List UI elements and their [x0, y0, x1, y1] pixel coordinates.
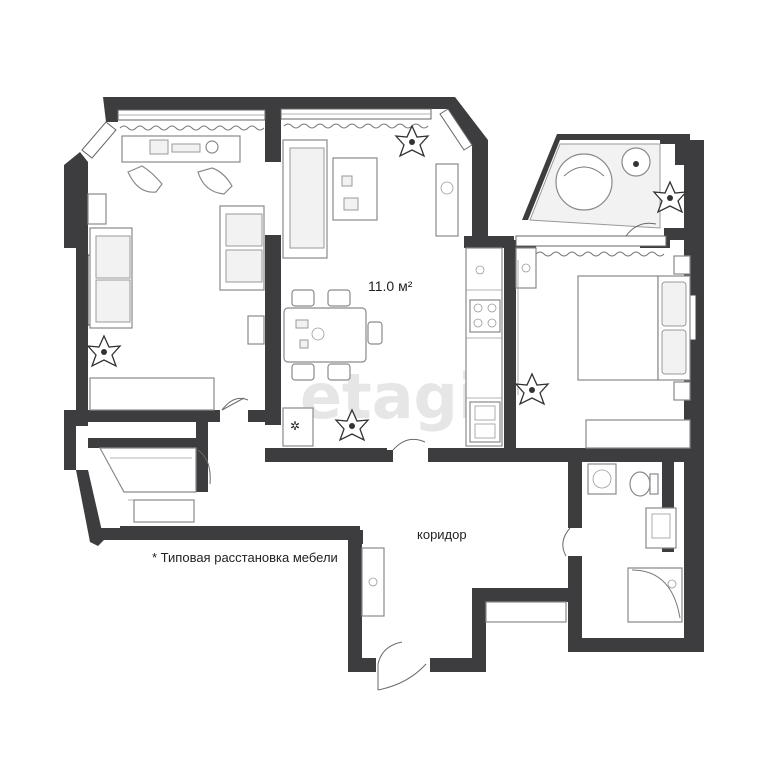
living-room [86, 135, 265, 411]
balcony [529, 143, 688, 237]
corridor-label: коридор [417, 527, 467, 542]
plant-icon [394, 124, 430, 158]
furniture-note: * Типовая расстановка мебели [152, 550, 338, 565]
corridor [98, 447, 567, 691]
watermark-text: etagi [300, 360, 479, 433]
curtains [119, 123, 665, 257]
plant-icon [86, 334, 122, 368]
bathroom [562, 463, 683, 623]
plant-icon [334, 408, 370, 442]
bedroom [514, 247, 691, 449]
kitchen-area-label: 11.0 м² [368, 278, 413, 294]
svg-text:✲: ✲ [290, 419, 300, 433]
kitchen: 11.0 м² ✲ [282, 124, 503, 451]
plant-icon [514, 372, 550, 406]
walls [64, 97, 704, 672]
plant-icon [652, 180, 688, 214]
